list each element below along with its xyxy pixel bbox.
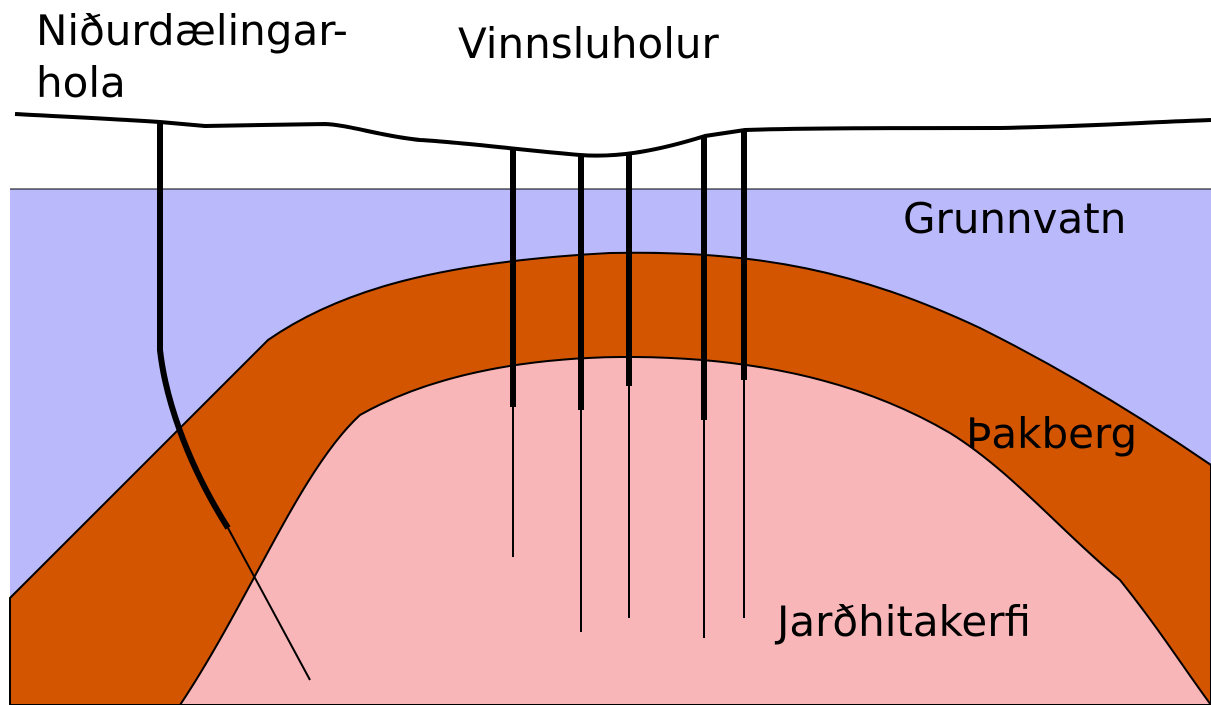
- groundwater-label: Grunnvatn: [903, 194, 1126, 243]
- production-wells-label: Vinnsluholur: [458, 19, 719, 68]
- injection-well-label-line1: Niðurdælingar-: [36, 6, 348, 55]
- geothermal-system-label: Jarðhitakerfi: [774, 597, 1031, 646]
- injection-well-label-line2: hola: [36, 58, 126, 107]
- caprock-label: Þakberg: [966, 409, 1137, 458]
